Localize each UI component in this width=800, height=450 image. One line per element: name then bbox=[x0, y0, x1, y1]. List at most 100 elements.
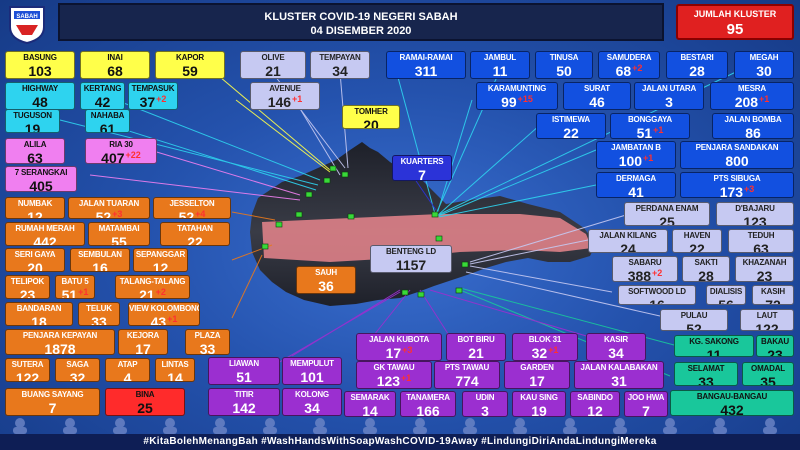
cluster-cases: 123 bbox=[717, 215, 793, 225]
cluster-name: SABARU bbox=[628, 258, 662, 267]
cluster-cases: 7 bbox=[393, 168, 451, 180]
cluster-case-count: 7 bbox=[48, 400, 57, 416]
cluster-name: KARAMUNTING bbox=[487, 84, 547, 93]
cluster-cases: 166 bbox=[401, 404, 455, 416]
cluster-name: TELIPOK bbox=[10, 277, 45, 286]
cluster-cases: 100+1 bbox=[597, 154, 675, 169]
cluster-case-count: 22 bbox=[563, 125, 579, 139]
cluster-cases: 208+1 bbox=[711, 95, 793, 110]
cluster-case-count: 20 bbox=[363, 117, 379, 129]
cluster-cases: 11 bbox=[471, 64, 529, 78]
cluster-cases: 43+1 bbox=[129, 315, 199, 326]
cluster-case-count: 3 bbox=[481, 403, 489, 417]
cluster-case-count: 173 bbox=[719, 184, 744, 198]
cluster-name: SEMARAK bbox=[350, 393, 390, 402]
cluster-case-count: 17 bbox=[385, 345, 402, 361]
cluster-cases: 774 bbox=[435, 374, 499, 388]
cluster-cases: 59 bbox=[156, 64, 224, 78]
cluster-case-count: 31 bbox=[611, 373, 627, 389]
cluster-name: ISTIMEWA bbox=[552, 115, 590, 124]
cluster-cases: 86 bbox=[713, 126, 793, 138]
cluster-cases: 61 bbox=[86, 122, 129, 132]
cluster-name: LAUT bbox=[756, 311, 778, 320]
cluster-cases: 55 bbox=[89, 235, 149, 245]
cluster-name: SAKTI bbox=[694, 258, 718, 267]
cluster-case-count: 36 bbox=[318, 278, 334, 294]
cluster-new-cases: +3 bbox=[112, 209, 123, 219]
cluster-case-count: 12 bbox=[587, 403, 603, 417]
cluster-case-count: 22 bbox=[689, 241, 705, 253]
cluster-name: MESRA bbox=[738, 84, 766, 93]
cluster-cases: 18 bbox=[6, 314, 72, 326]
total-clusters-value: 95 bbox=[726, 21, 744, 38]
cluster-case-count: 11 bbox=[492, 63, 508, 79]
cluster-case-count: 50 bbox=[556, 63, 572, 79]
cluster-case-count: 23 bbox=[767, 347, 783, 357]
cluster-cases: 32 bbox=[56, 371, 99, 381]
cluster-cases: 407+22 bbox=[86, 151, 156, 164]
cluster-name: RAMAI-RAMAI bbox=[399, 53, 453, 62]
cluster-cases: 68 bbox=[81, 64, 149, 78]
cluster-name: MEGAH bbox=[749, 53, 779, 62]
cluster-name: KAU SING bbox=[520, 393, 558, 402]
cluster-name: UDIN bbox=[475, 393, 495, 402]
cluster-case-count: 25 bbox=[659, 214, 675, 226]
cluster-new-cases: +15 bbox=[517, 94, 533, 104]
cluster-case-count: 122 bbox=[755, 321, 779, 331]
cluster-cases: 405 bbox=[6, 179, 76, 191]
cluster-new-cases: +3 bbox=[402, 345, 413, 355]
cluster-cases: 21 bbox=[447, 346, 505, 360]
cluster-name: ATAP bbox=[117, 360, 138, 369]
cluster-cases: 33 bbox=[675, 375, 737, 385]
cluster-case-count: 22 bbox=[187, 234, 203, 246]
cluster-cases: 37+2 bbox=[129, 95, 177, 110]
cluster-case-count: 43 bbox=[150, 314, 167, 326]
cluster-new-cases: +1 bbox=[401, 373, 412, 383]
cluster-name: ALILA bbox=[23, 140, 47, 149]
cluster-cases: 31 bbox=[575, 374, 663, 388]
cluster-name: SELAMAT bbox=[687, 364, 725, 373]
cluster-case-count: 33 bbox=[199, 341, 216, 355]
cluster-name: BLOK 31 bbox=[528, 335, 562, 344]
cluster-case-count: 16 bbox=[92, 260, 108, 272]
cluster-case-count: 20 bbox=[27, 260, 43, 272]
cluster-case-count: 14 bbox=[167, 370, 183, 382]
cluster-new-cases: +2 bbox=[632, 63, 643, 73]
cluster-cases: 11 bbox=[675, 348, 753, 356]
cluster-name: TINUSA bbox=[549, 53, 579, 62]
cluster-case-count: 4 bbox=[123, 370, 132, 382]
cluster-cases: 1878 bbox=[6, 342, 114, 354]
cluster-name: TATAHAN bbox=[177, 224, 213, 233]
cluster-name: KOLONG bbox=[295, 390, 329, 399]
cluster-cases: 50 bbox=[536, 64, 592, 78]
cluster-name: KHAZANAH bbox=[742, 258, 787, 267]
cluster-name: AVENUE bbox=[269, 84, 301, 93]
cluster-case-count: 41 bbox=[628, 184, 644, 198]
cluster-name: PLAZA bbox=[194, 331, 221, 340]
cluster-case-count: 1157 bbox=[395, 257, 427, 273]
cluster-case-count: 18 bbox=[31, 314, 47, 326]
cluster-case-count: 17 bbox=[529, 373, 545, 389]
cluster-name: JAMBUL bbox=[483, 53, 517, 62]
cluster-name: OMADAL bbox=[751, 364, 785, 373]
